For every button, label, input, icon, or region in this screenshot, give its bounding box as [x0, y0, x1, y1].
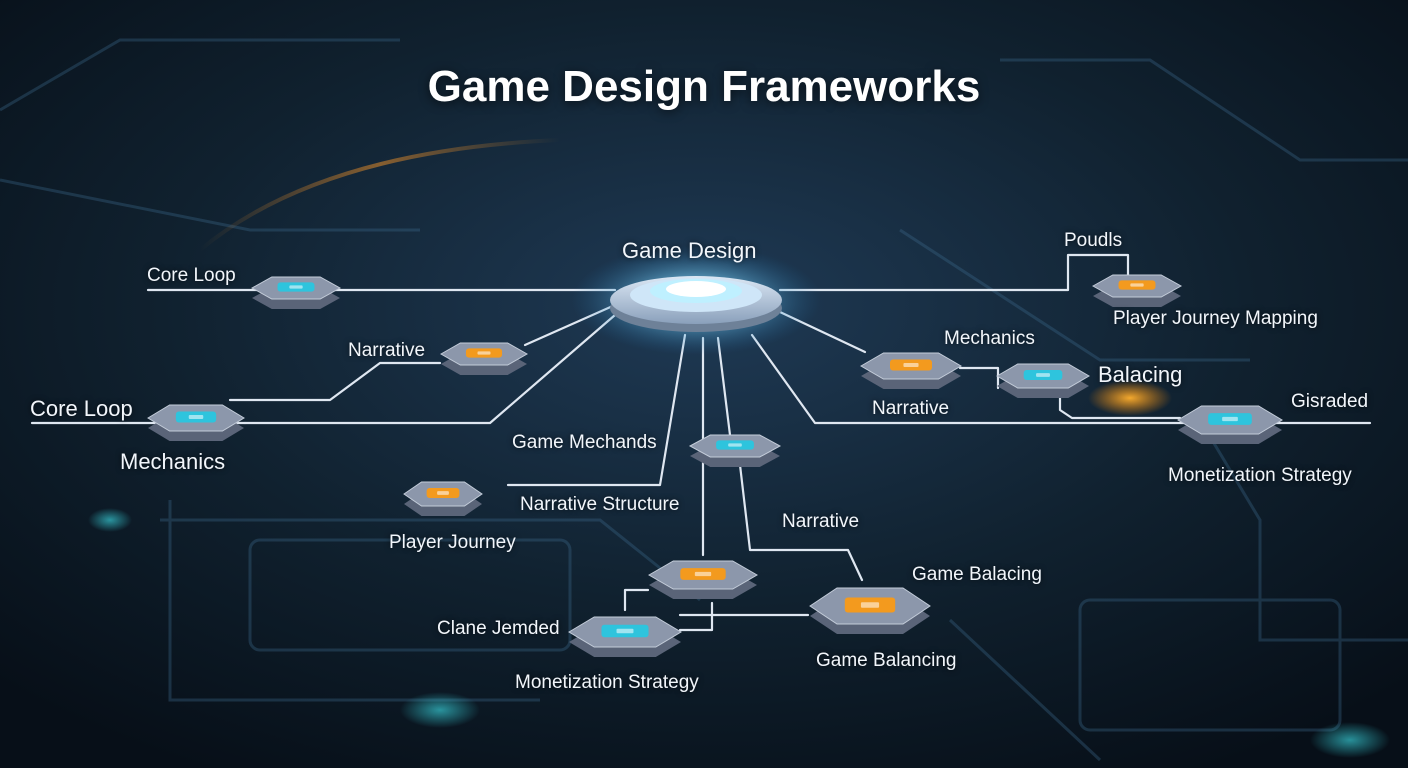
tile-glyph-icon: [437, 491, 449, 495]
label-game-balacing: Game Balacing: [912, 564, 1042, 586]
tile-glyph-icon: [1036, 373, 1050, 377]
label-narrative-left: Narrative: [348, 340, 425, 362]
tile-glyph-icon: [903, 363, 918, 367]
tile-glyph-icon: [289, 285, 302, 288]
label-monetization-right: Monetization Strategy: [1168, 465, 1352, 487]
label-core-loop-top: Core Loop: [147, 265, 236, 287]
label-poudls: Poudls: [1064, 230, 1122, 252]
label-clane-jemded: Clane Jemded: [437, 618, 560, 640]
node-center-lower: [649, 561, 757, 599]
label-narrative-center: Narrative: [782, 511, 859, 533]
node-narrative-right: [861, 353, 961, 389]
node-game-mechands: [690, 435, 780, 467]
label-balacing: Balacing: [1098, 362, 1182, 388]
label-gisraded: Gisraded: [1291, 391, 1368, 413]
node-monetization-bottom: [569, 617, 681, 657]
label-game-balancing-bottom: Game Balancing: [816, 650, 956, 672]
label-core-loop-left: Core Loop: [30, 396, 133, 422]
label-monetization-bottom: Monetization Strategy: [515, 672, 699, 694]
label-player-journey: Player Journey: [389, 532, 516, 554]
node-game-balancing: [810, 588, 930, 634]
tile-glyph-icon: [189, 415, 204, 419]
label-player-journey-mapping: Player Journey Mapping: [1113, 308, 1318, 330]
label-narrative-structure: Narrative Structure: [520, 494, 679, 516]
tile-glyph-icon: [617, 629, 634, 634]
tile-glyph-icon: [861, 602, 879, 607]
node-core-loop-top: [252, 277, 340, 309]
label-game-mechands: Game Mechands: [512, 432, 657, 454]
node-narrative-left: [441, 343, 527, 375]
hub-label: Game Design: [622, 238, 757, 264]
tile-glyph-icon: [477, 351, 490, 354]
label-narrative-right: Narrative: [872, 398, 949, 420]
node-mechanics-left: [148, 405, 244, 441]
tile-glyph-icon: [1222, 417, 1238, 421]
node-player-journey-mapping: [1093, 275, 1181, 307]
label-mechanics-left: Mechanics: [120, 449, 225, 475]
node-monetization-right: [1178, 406, 1282, 444]
diagram-title: Game Design Frameworks: [0, 62, 1408, 112]
tile-glyph-icon: [695, 572, 711, 576]
label-mechanics-right: Mechanics: [944, 328, 1035, 350]
tile-glyph-icon: [1130, 283, 1143, 286]
tile-glyph-icon: [728, 443, 742, 446]
node-balacing: [997, 364, 1089, 398]
node-player-journey: [404, 482, 482, 516]
